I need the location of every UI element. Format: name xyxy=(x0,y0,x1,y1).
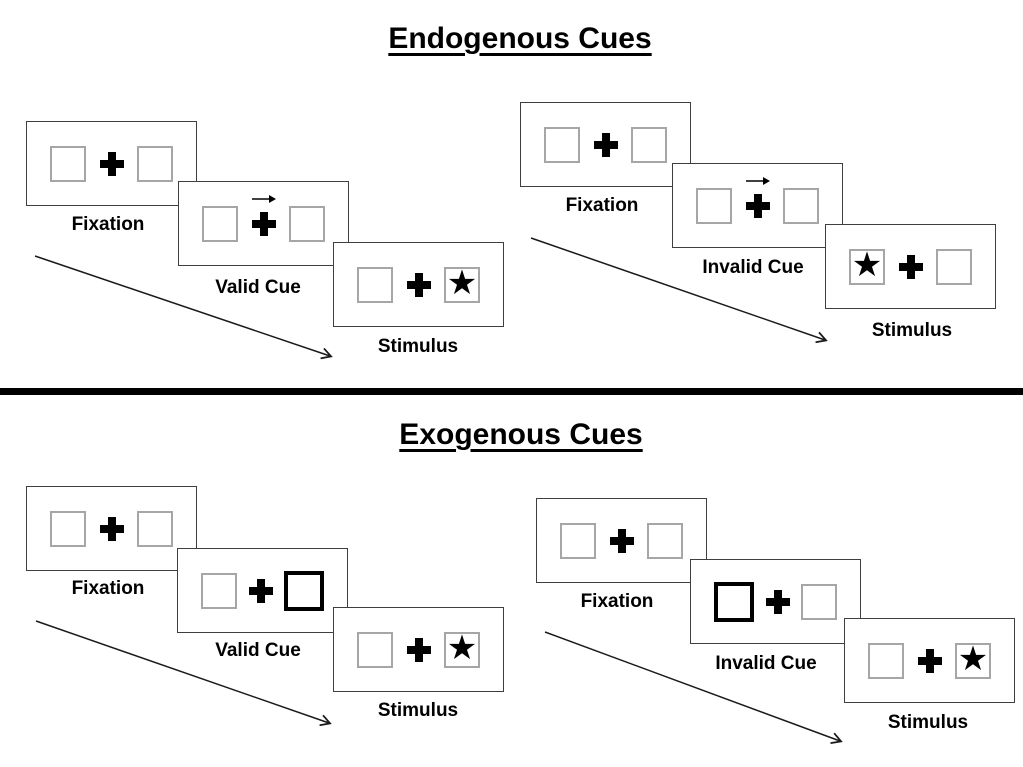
cue-label: Valid Cue xyxy=(215,277,301,298)
star-icon: ★ xyxy=(446,628,478,668)
fixation-label: Fixation xyxy=(71,214,145,235)
right-box xyxy=(137,510,173,547)
stimulus-screen: ★ xyxy=(333,242,504,327)
cue-label: Invalid Cue xyxy=(715,653,817,674)
fixation-cross-icon xyxy=(898,254,923,279)
section-divider xyxy=(0,388,1023,395)
right-box xyxy=(783,187,819,224)
star-icon: ★ xyxy=(851,245,883,285)
fixation-cross-icon xyxy=(248,578,273,603)
fixation-screen xyxy=(26,121,197,206)
stimulus-screen: ★ xyxy=(333,607,504,692)
cue-label: Valid Cue xyxy=(215,640,301,661)
fixation-screen xyxy=(536,498,707,583)
star-icon: ★ xyxy=(446,263,478,303)
right-box xyxy=(631,126,667,163)
right-box xyxy=(801,583,837,620)
timeline-arrow-endogenous-valid xyxy=(34,255,333,360)
cue-screen xyxy=(177,548,348,633)
timeline-arrow-exogenous-invalid xyxy=(544,631,843,744)
fixation-label: Fixation xyxy=(565,195,639,216)
stimulus-screen: ★ xyxy=(825,224,996,309)
cue-screen xyxy=(690,559,861,644)
left-box xyxy=(50,510,86,547)
fixation-screen xyxy=(520,102,691,187)
left-box xyxy=(868,642,904,679)
fixation-cross-icon xyxy=(251,194,276,236)
timeline-arrow-exogenous-valid xyxy=(35,620,332,727)
left-box xyxy=(202,205,238,242)
left-box-with-target: ★ xyxy=(849,245,885,285)
cue-screen xyxy=(178,181,349,266)
fixation-label: Fixation xyxy=(580,591,654,612)
stimulus-label: Stimulus xyxy=(377,700,459,721)
stimulus-label: Stimulus xyxy=(377,336,459,357)
cue-screen xyxy=(672,163,843,248)
fixation-cross-icon xyxy=(609,528,634,553)
section-title-exogenous: Exogenous Cues xyxy=(399,418,643,451)
fixation-cross-icon xyxy=(406,637,431,662)
fixation-cross-icon xyxy=(593,132,618,157)
fixation-cross-icon xyxy=(765,589,790,614)
stimulus-screen: ★ xyxy=(844,618,1015,703)
left-box xyxy=(357,631,393,668)
right-box xyxy=(936,248,972,285)
left-box xyxy=(357,266,393,303)
left-box xyxy=(50,145,86,182)
left-box xyxy=(560,522,596,559)
stimulus-label: Stimulus xyxy=(871,320,953,341)
fixation-screen xyxy=(26,486,197,571)
fixation-cross-icon xyxy=(745,176,770,218)
right-box xyxy=(137,145,173,182)
right-arrow-icon xyxy=(251,194,276,203)
fixation-cross-icon xyxy=(99,151,124,176)
right-box-with-target: ★ xyxy=(955,639,991,679)
cue-box-bold-left xyxy=(714,581,754,622)
right-box-with-target: ★ xyxy=(444,628,480,668)
fixation-cross-icon xyxy=(406,272,431,297)
stimulus-label: Stimulus xyxy=(887,712,969,733)
left-box xyxy=(696,187,732,224)
cue-label: Invalid Cue xyxy=(702,257,804,278)
right-arrow-icon xyxy=(745,176,770,185)
right-box xyxy=(289,205,325,242)
timeline-arrow-endogenous-invalid xyxy=(530,237,828,344)
fixation-cross-icon xyxy=(99,516,124,541)
right-box xyxy=(647,522,683,559)
fixation-cross-icon xyxy=(917,648,942,673)
left-box xyxy=(544,126,580,163)
cue-box-bold-right xyxy=(284,570,324,611)
right-box-with-target: ★ xyxy=(444,263,480,303)
star-icon: ★ xyxy=(957,639,989,679)
fixation-label: Fixation xyxy=(71,578,145,599)
section-title-endogenous: Endogenous Cues xyxy=(388,22,652,55)
left-box xyxy=(201,572,237,609)
